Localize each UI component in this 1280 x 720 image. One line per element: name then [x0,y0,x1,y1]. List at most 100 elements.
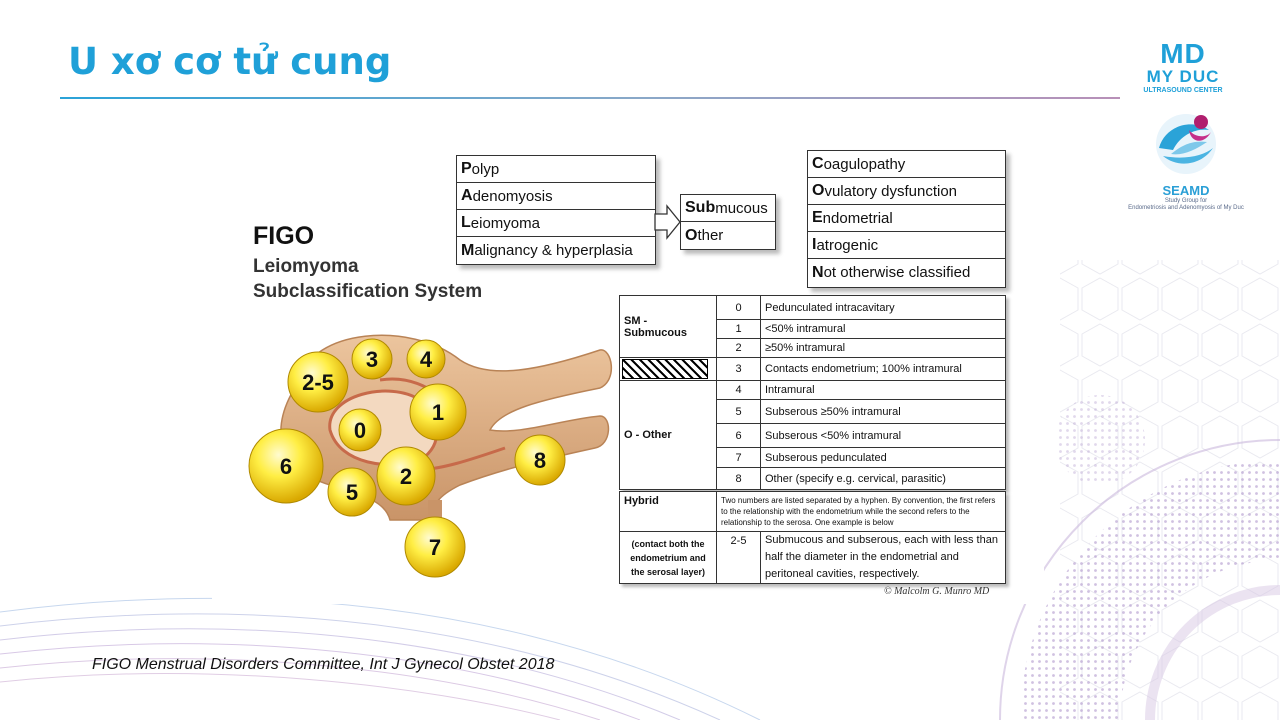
table-row: 6 Subserous <50% intramural [620,423,1006,448]
fibroid-label: 4 [420,347,433,372]
seamd-logo-name: SEAMD [1162,183,1210,198]
type-number: 6 [716,423,761,448]
my-duc-logo-name: MY DUC [1146,67,1220,86]
table-row: (contact both the endometrium and the se… [619,531,1006,584]
hybrid-description: Two numbers are listed separated by a hy… [716,491,1006,532]
type-description: Subserous <50% intramural [760,423,1006,448]
fibroid-2-5: 2-5 [287,351,349,413]
palm-rest: alignancy & hyperplasia [474,242,633,259]
classification-table: SM - Submucous 0 Pedunculated intracavit… [619,295,1006,490]
table-row: O - Other 4 Intramural [619,380,1006,490]
fibroid-label: 6 [280,454,292,479]
type-description: Subserous pedunculated [760,447,1006,468]
my-duc-logo-md: MD [1160,38,1206,69]
figo-subtitle: Leiomyoma Subclassification System [253,254,482,304]
figo-subtitle-line1: Leiomyoma [253,256,359,277]
coein-initial: I [812,236,817,253]
seamd-logo-line1: Study Group for [1164,198,1208,204]
table-row: 2 ≥50% intramural [620,338,1006,358]
table-row: Hybrid Two numbers are listed separated … [619,491,1006,532]
type-number: 0 [716,295,761,320]
fibroid-7: 7 [404,516,466,578]
sub-option-initial: Sub [685,199,716,216]
fibroid-label: 1 [432,400,444,425]
coein-initial: N [812,263,824,281]
my-duc-logo: MD MY DUC ULTRASOUND CENTER [1138,40,1228,95]
fibroid-8: 8 [514,434,566,486]
o-category-label: O - Other [619,380,717,490]
hybrid-label: Hybrid [619,491,717,532]
coein-initial: C [812,155,824,172]
hybrid-table: Hybrid Two numbers are listed separated … [619,491,1006,584]
hatch-cell [619,357,717,381]
type-number: 1 [716,319,761,339]
fibroid-0: 0 [338,408,382,452]
palm-initial: P [461,160,472,177]
type-number: 4 [716,380,761,400]
coein-rest: oagulopathy [823,155,906,173]
table-row: SM - Submucous 0 Pedunculated intracavit… [619,295,1006,358]
fibroid-label: 3 [366,347,378,372]
type-number: 8 [716,467,761,490]
fibroid-3: 3 [351,338,393,380]
coein-rest: ot otherwise classified [823,264,971,281]
fibroid-2: 2 [376,446,436,506]
figure-copyright: © Malcolm G. Munro MD [884,586,990,597]
type-number: 7 [716,447,761,468]
figo-subtitle-line2: Subclassification System [253,281,483,302]
title-divider [60,97,1120,99]
table-row: 3 Contacts endometrium; 100% intramural [619,357,1006,381]
sub-option-rest: ther [697,227,724,244]
arrow-right-icon [654,204,681,240]
type-number: 5 [716,399,761,424]
coein-rest: vulatory dysfunction [824,182,958,200]
fibroid-6: 6 [248,428,324,504]
type-description: Contacts endometrium; 100% intramural [760,357,1006,381]
hatch-swatch [622,359,708,379]
fibroid-5: 5 [327,467,377,517]
coein-initial: O [812,182,825,199]
table-row: 8 Other (specify e.g. cervical, parasiti… [620,467,1006,490]
fibroid-label: 7 [429,535,441,560]
type-description: Intramural [760,380,1006,400]
type-description: ≥50% intramural [760,338,1006,358]
type-number: 3 [716,357,761,381]
palm-rest: denomyosis [472,187,553,205]
palm-initial: A [461,187,473,204]
coein-initial: E [812,209,823,226]
fibroid-label: 8 [534,448,546,473]
seamd-logo-line2: Endometriosis and Adenomyosis of My Duc [1128,205,1244,211]
fibroid-label: 2 [400,464,412,489]
slide-title: U xơ cơ tử cung [68,40,392,83]
type-description: Other (specify e.g. cervical, parasitic) [760,467,1006,490]
fibroid-label: 0 [354,418,366,443]
hybrid-example-number: 2-5 [716,531,761,584]
fibroid-1: 1 [409,383,467,441]
my-duc-logo-center: ULTRASOUND CENTER [1143,87,1223,94]
citation: FIGO Menstrual Disorders Committee, Int … [92,656,555,673]
hybrid-note: (contact both the endometrium and the se… [619,531,717,584]
hybrid-example-description: Submucous and subserous, each with less … [760,531,1006,584]
palm-initial: M [461,241,475,259]
sm-category-label: SM - Submucous [619,295,717,358]
figo-title: FIGO [253,222,315,250]
type-description: Subserous ≥50% intramural [760,399,1006,424]
seamd-logo: SEAMD Study Group for Endometriosis and … [1118,110,1254,212]
sub-option-initial: O [685,226,698,244]
fibroid-label: 5 [346,480,358,505]
